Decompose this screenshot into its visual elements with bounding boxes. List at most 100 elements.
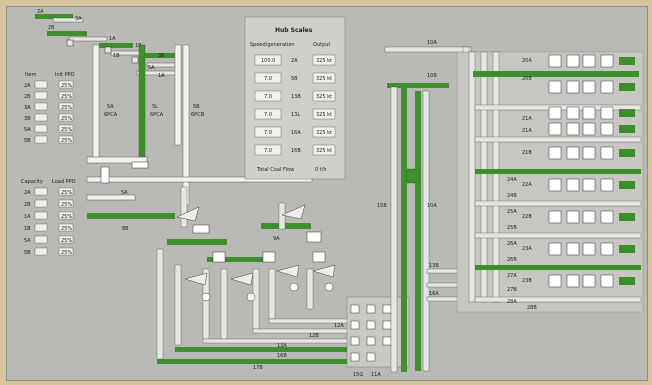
mill-unit[interactable] [549,55,561,67]
feeder-box[interactable] [307,232,321,242]
mill-unit[interactable] [583,211,595,223]
header-line[interactable] [475,297,641,302]
motor-icon[interactable] [325,283,333,291]
mill-unit[interactable] [567,107,579,119]
pipe[interactable] [253,329,351,333]
junction-valve[interactable] [351,337,359,345]
feeder-box[interactable] [213,252,225,262]
header-green[interactable] [475,169,641,174]
conveyor-2B[interactable] [47,31,87,36]
motor-icon[interactable] [202,293,210,301]
mill-unit[interactable] [567,275,579,287]
pipe-green[interactable] [175,347,351,352]
motor-icon[interactable] [290,283,298,291]
junction-valve[interactable] [383,337,391,345]
mill-unit[interactable] [567,123,579,135]
mill-unit[interactable] [601,147,613,159]
feeder-valve[interactable] [407,169,419,183]
feeder-box[interactable] [263,252,275,262]
mill-unit[interactable] [567,81,579,93]
mill-status[interactable] [619,181,635,189]
mill-unit[interactable] [601,211,613,223]
valve-box[interactable] [132,162,148,168]
silo-5L[interactable] [139,45,145,163]
silo-5A[interactable] [93,45,99,163]
mill-unit[interactable] [601,179,613,191]
motor-icon[interactable] [247,293,255,301]
header-line[interactable] [475,201,641,206]
pipe-green[interactable] [167,239,227,245]
feeder-line[interactable] [423,91,429,371]
header-line[interactable] [469,52,475,302]
feeder-box[interactable] [313,252,325,262]
mill-unit[interactable] [601,81,613,93]
transfer-box[interactable] [105,47,111,53]
mill-unit[interactable] [549,275,561,287]
mill-unit[interactable] [583,123,595,135]
header-line[interactable] [493,52,499,302]
valve-box[interactable] [101,167,109,183]
junction-valve[interactable] [351,305,359,313]
junction-valve[interactable] [367,337,375,345]
mill-status[interactable] [619,125,635,133]
pipe[interactable] [385,47,471,52]
junction-valve[interactable] [383,305,391,313]
collector-pipe-green[interactable] [87,213,175,219]
header-line[interactable] [475,233,641,238]
feeder-line-green[interactable] [415,91,421,371]
junction-valve[interactable] [383,321,391,329]
mill-status[interactable] [619,57,635,65]
mill-unit[interactable] [549,179,561,191]
mill-unit[interactable] [567,147,579,159]
mill-unit[interactable] [549,211,561,223]
mill-unit[interactable] [601,55,613,67]
mill-unit[interactable] [583,275,595,287]
mill-unit[interactable] [567,55,579,67]
mill-unit[interactable] [583,55,595,67]
transfer-box[interactable] [132,57,138,63]
header-line[interactable] [475,137,641,142]
mill-unit[interactable] [583,147,595,159]
feeder-line[interactable] [391,87,397,372]
junction-valve[interactable] [367,305,375,313]
junction-valve[interactable] [367,353,375,361]
mill-unit[interactable] [583,243,595,255]
mill-status[interactable] [619,213,635,221]
pipe-green[interactable] [261,223,311,229]
pipe[interactable] [307,269,313,309]
pipe[interactable] [175,265,181,345]
header-line[interactable] [481,52,487,302]
mill-unit[interactable] [567,179,579,191]
mill-unit[interactable] [601,275,613,287]
mill-status[interactable] [619,149,635,157]
mill-unit[interactable] [601,107,613,119]
mill-status[interactable] [619,245,635,253]
pipe-green[interactable] [157,359,351,364]
pipe[interactable] [157,249,163,359]
mill-unit[interactable] [567,211,579,223]
header-green[interactable] [473,71,639,77]
silo-5B-aux[interactable] [175,45,181,145]
mill-status[interactable] [619,109,635,117]
pipe[interactable] [269,269,275,319]
conveyor-1B[interactable] [99,43,133,48]
junction-valve[interactable] [351,321,359,329]
mill-unit[interactable] [549,123,561,135]
mill-unit[interactable] [583,81,595,93]
mill-unit[interactable] [601,123,613,135]
pipe[interactable] [279,203,285,229]
header-green[interactable] [475,265,641,270]
mill-unit[interactable] [549,147,561,159]
junction-valve[interactable] [367,321,375,329]
transfer-box[interactable] [67,40,73,46]
junction-valve[interactable] [351,353,359,361]
mill-status[interactable] [619,83,635,91]
collector-pipe[interactable] [87,195,135,200]
pipe[interactable] [181,187,187,227]
pipe[interactable] [221,269,227,339]
mill-unit[interactable] [601,243,613,255]
mill-status[interactable] [619,277,635,285]
feeder-line-green[interactable] [401,87,407,372]
mill-unit[interactable] [549,107,561,119]
mill-unit[interactable] [549,243,561,255]
